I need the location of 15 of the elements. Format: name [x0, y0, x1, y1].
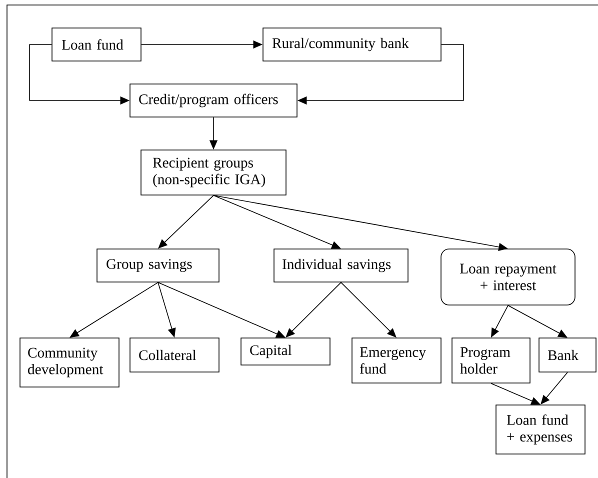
process-box: Bank [538, 338, 596, 372]
process-box: Individual savings [274, 248, 408, 282]
process-box: Emergency fund [352, 338, 442, 384]
process-box: Community development [20, 338, 120, 388]
rounded-box: Loan repayment + interest [440, 248, 576, 306]
process-box: Rural/community bank [262, 28, 442, 62]
arrow [508, 305, 568, 338]
process-box: Capital [240, 338, 330, 366]
process-box: Collateral [130, 338, 220, 372]
process-box: Group savings [96, 248, 220, 282]
process-box: Recipient groups (non-specific IGA) [140, 150, 286, 196]
process-box: Loan fund [52, 28, 142, 62]
process-box: Program holder [452, 338, 530, 384]
process-box: Credit/program officers [130, 84, 298, 118]
process-box: Loan fund + expenses [496, 404, 586, 454]
